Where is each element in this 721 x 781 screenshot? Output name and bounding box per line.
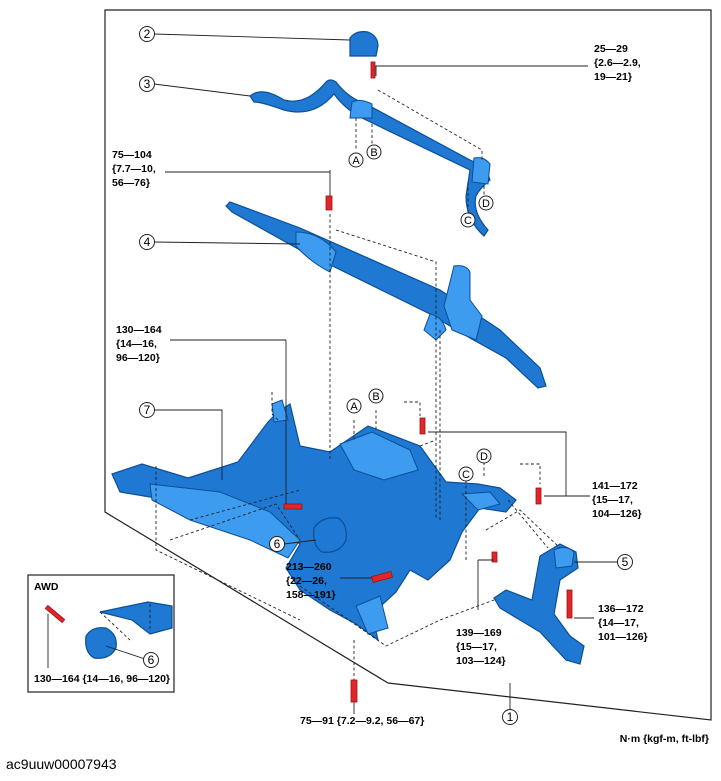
torque-label-25: 25—29 {2.6—2.9, 19—21}: [594, 43, 644, 83]
svg-text:1: 1: [507, 710, 514, 724]
svg-text:4: 4: [144, 235, 151, 249]
ref-letter-d-frame: D: [476, 448, 492, 464]
svg-text:6: 6: [148, 653, 155, 667]
bolt-139: [491, 551, 498, 563]
bolt-25: [370, 61, 376, 79]
ref-letter-b-top: B: [366, 144, 382, 160]
callout-5: 5: [617, 554, 633, 570]
ref-letter-b-frame: B: [368, 388, 384, 404]
stabilizer-bar-part: [249, 79, 491, 237]
ref-letter-c-top: C: [460, 212, 476, 228]
bolt-141-b: [535, 487, 542, 505]
units-label: N·m {kgf-m, ft-lbf}: [620, 733, 709, 745]
reference-code: ac9uuw00007943: [6, 756, 117, 772]
leader-lines: [47, 33, 618, 710]
svg-text:C: C: [462, 469, 470, 481]
bushing-part: [313, 517, 347, 553]
callout-2: 2: [139, 26, 155, 42]
torque-label-awd: 130—164 {14—16, 96—120}: [34, 673, 170, 685]
guide-lines: [99, 89, 561, 680]
bolt-awd: [44, 604, 66, 624]
bolt-bottom: [350, 679, 358, 703]
svg-text:2: 2: [144, 27, 151, 41]
torque-label-213: 213—260 {22—26, 158—191}: [286, 561, 336, 601]
callout-6: 6: [269, 536, 285, 552]
svg-text:B: B: [372, 391, 379, 403]
svg-text:5: 5: [622, 555, 629, 569]
svg-text:A: A: [350, 401, 358, 413]
awd-inset-frame: [27, 574, 175, 693]
svg-text:D: D: [480, 451, 488, 463]
steering-gear-part: [225, 201, 547, 389]
svg-text:C: C: [464, 215, 472, 227]
awd-bushing-part: [85, 601, 173, 659]
callout-3: 3: [139, 76, 155, 92]
torque-label-130: 130—164 {14—16, 96—120}: [116, 324, 164, 364]
torque-label-bottom: 75—91 {7.2—9.2, 56—67}: [300, 715, 424, 727]
bolt-213: [371, 571, 393, 583]
stabilizer-bushing-part: [349, 31, 379, 57]
svg-text:A: A: [352, 155, 360, 167]
ref-letter-c-frame: C: [458, 466, 474, 482]
svg-text:3: 3: [144, 77, 151, 91]
ref-letter-d-top: D: [478, 195, 494, 211]
bolt-141-a: [419, 417, 426, 435]
bolt-130: [283, 503, 303, 510]
awd-inset-title: AWD: [34, 581, 59, 593]
torque-label-75: 75—104 {7.7—10, 56—76}: [112, 149, 159, 189]
svg-text:B: B: [370, 147, 377, 159]
callout-6-awd: 6: [143, 652, 159, 668]
lower-arm-part: [493, 543, 585, 665]
crossmember-part: [111, 399, 517, 642]
svg-text:6: 6: [274, 537, 281, 551]
callout-4: 4: [139, 234, 155, 250]
bolt-136: [566, 589, 573, 619]
callout-7: 7: [139, 402, 155, 418]
ref-letter-a-top: A: [348, 152, 364, 168]
svg-text:7: 7: [144, 403, 151, 417]
callout-1: 1: [502, 709, 518, 725]
torque-label-139: 139—169 {15—17, 103—124}: [456, 627, 506, 667]
torque-label-141: 141—172 {15—17, 104—126}: [592, 480, 642, 520]
svg-text:D: D: [482, 198, 490, 210]
bolt-75: [325, 195, 333, 211]
torque-label-136: 136—172 {14—17, 101—126}: [598, 603, 648, 643]
ref-letter-a-frame: A: [346, 398, 362, 414]
diagram-frame: [104, 9, 712, 721]
